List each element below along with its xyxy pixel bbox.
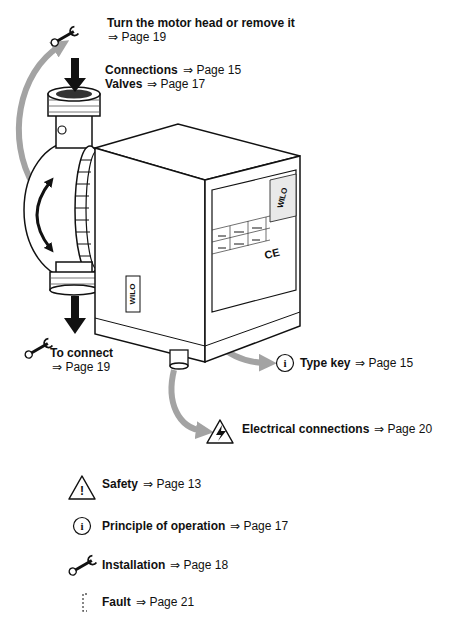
legend-text: Fault (102, 595, 131, 609)
wrench-ring (24, 350, 34, 360)
info-letter: i (283, 358, 286, 369)
wrench-ring (50, 38, 60, 48)
instruction-text: Valves (105, 77, 142, 91)
wrench-jaw (86, 555, 96, 566)
instruction-text: Turn the motor head or remove it (107, 16, 295, 30)
page-reference: ⇒ Page 17 (147, 77, 205, 91)
legend-text: Principle of operation (102, 519, 225, 533)
ce-mark: CE (263, 247, 280, 261)
info-letter: i (80, 521, 83, 532)
brand-logo: WILO (129, 284, 137, 305)
thread-lines (50, 278, 98, 284)
page-reference: ⇒ Page 21 (136, 595, 194, 609)
wrench-icon (49, 26, 78, 48)
flow-arrow (64, 296, 86, 334)
legend-text: Safety (102, 477, 138, 491)
plate-grid (212, 216, 270, 254)
legend-text: Installation (102, 558, 165, 572)
logo-field (270, 174, 296, 222)
cable-gland (170, 363, 188, 369)
flow-arrow (64, 58, 86, 92)
wrench-jaw (68, 26, 78, 37)
vent-screw (58, 126, 66, 134)
pointer-arrow (172, 370, 203, 431)
page-reference: ⇒ Page 15 (355, 356, 413, 370)
motor-box-side (205, 156, 300, 362)
rotation-arrow (37, 182, 50, 248)
name-plate (212, 170, 296, 312)
page-reference: ⇒ Page 19 (108, 30, 166, 44)
info-icon (74, 518, 91, 535)
lightning-bolt (216, 425, 226, 441)
page-reference: ⇒ Page 19 (52, 360, 110, 374)
pipe-bore (56, 90, 92, 99)
box-seam (95, 312, 300, 346)
wrench-icon (23, 338, 52, 360)
page-reference: ⇒ Page 15 (183, 63, 241, 77)
info-icon (277, 355, 294, 372)
motor-box-front (95, 148, 205, 362)
pipe-neck (56, 112, 92, 148)
pipe-opening (50, 285, 98, 295)
voltage-warning-icon (207, 420, 233, 443)
brand-logo: WILO (277, 187, 290, 209)
wrench-ring (68, 567, 78, 577)
logo-plate (126, 276, 140, 312)
wrench-icon (67, 555, 96, 577)
instruction-text: Type key (300, 356, 350, 370)
thread-lines (48, 100, 100, 112)
instruction-text: Electrical connections (242, 422, 369, 436)
knurl-marks (75, 160, 92, 256)
instruction-text: To connect (50, 346, 113, 360)
page-reference: ⇒ Page 18 (170, 558, 228, 572)
instruction-text: Connections (105, 63, 178, 77)
warning-icon (69, 476, 95, 499)
page-reference: ⇒ Page 20 (374, 422, 432, 436)
page-reference: ⇒ Page 17 (230, 519, 288, 533)
page-reference: ⇒ Page 13 (143, 477, 201, 491)
fault-icon (83, 594, 87, 611)
warning-mark: ! (80, 485, 84, 497)
plate-fine-print (218, 228, 262, 248)
